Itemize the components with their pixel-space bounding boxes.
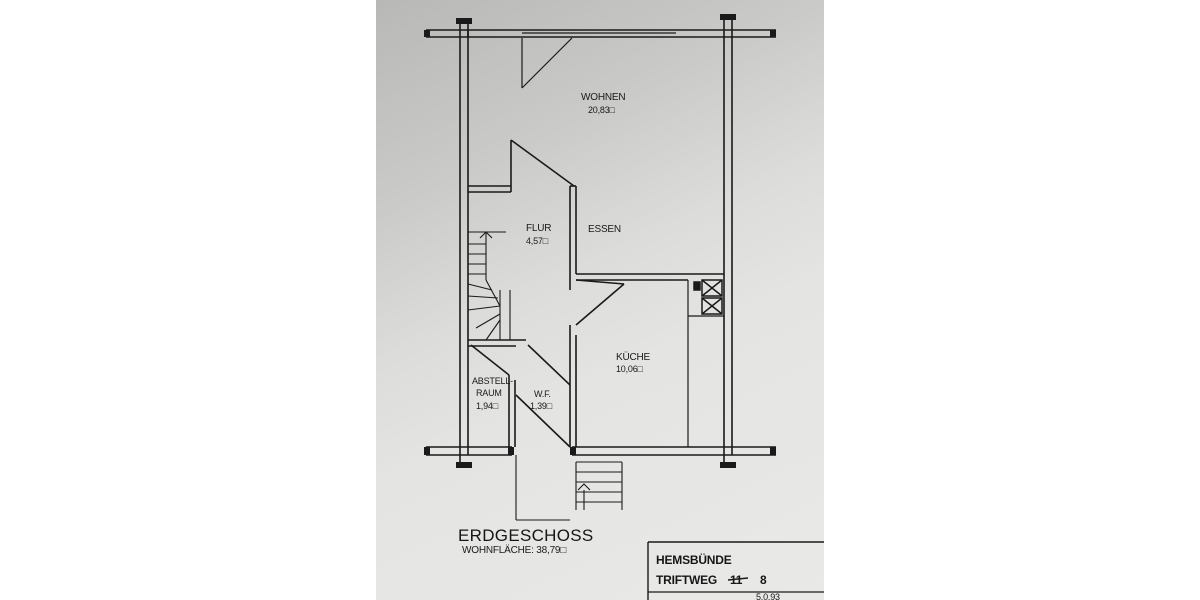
strikethrough-mark [727,577,749,581]
room-area-flur: 4,57□ [526,236,549,246]
floor-plan-drawing: WOHNEN 20,83□ ESSEN FLUR 4,57□ KÜCHE 10,… [424,14,824,600]
entrance-steps [515,455,623,521]
title-number: 8 [760,573,767,587]
room-name-flur: FLUR [526,223,551,234]
title-location: HEMSBÜNDE [656,552,732,567]
title-block: HEMSBÜNDE TRIFTWEG 11 8 5.0.93 [647,541,824,600]
room-area-wohnen: 20,83□ [588,105,616,115]
staircase [467,231,511,341]
wall-column-blocks [424,14,776,468]
room-area-wf: 1,39□ [530,401,553,411]
floor-title: ERDGESCHOSS [458,526,594,545]
room-name-essen: ESSEN [588,224,621,235]
chimney-shafts [693,279,723,315]
title-number-struck: 11 [730,573,743,587]
room-area-kueche: 10,06□ [616,364,644,374]
room-area-abstellraum: 1,94□ [476,401,499,411]
kitchen-counter [687,280,724,447]
interior-walls [468,139,724,448]
photo-shadow [376,0,824,600]
room-name-wohnen: WOHNEN [581,92,625,103]
room-labels: WOHNEN 20,83□ ESSEN FLUR 4,57□ KÜCHE 10,… [472,92,651,411]
title-street: TRIFTWEG [656,573,717,587]
floor-plan-sheet: WOHNEN 20,83□ ESSEN FLUR 4,57□ KÜCHE 10,… [376,0,824,600]
room-name-abstellraum: ABSTELL- [472,376,513,386]
room-name-kueche: KÜCHE [616,351,651,363]
exterior-walls [426,18,776,468]
wohnen-window-door [521,32,676,89]
title-footer: 5.0.93 [756,592,780,600]
room-name-abstellraum-2: RAUM [476,388,502,398]
living-area: WOHNFLÄCHE: 38,79□ [462,544,566,556]
room-name-wf: W.F. [534,389,551,399]
